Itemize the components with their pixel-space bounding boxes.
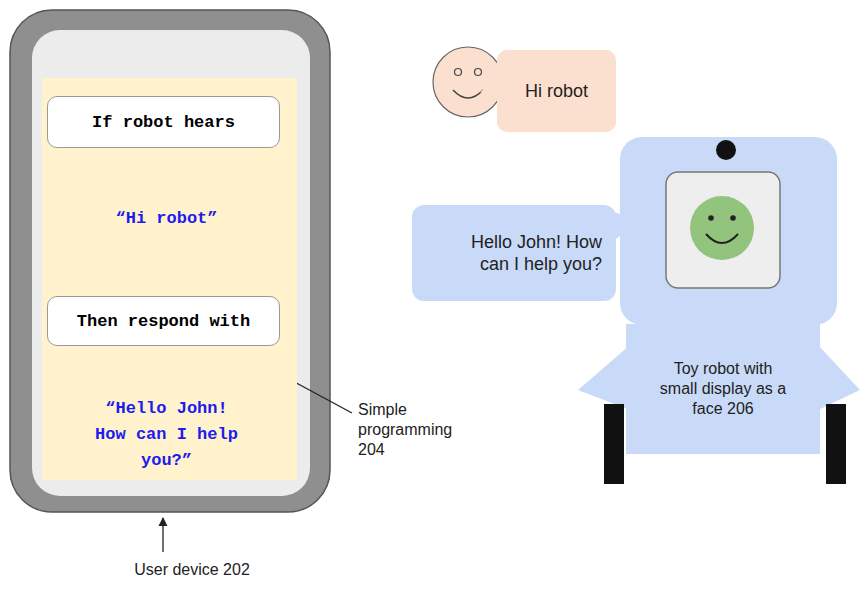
node-text: Then respond with [77, 312, 250, 331]
program-block: Then respond with [47, 296, 280, 346]
node-text: Toy robot with small display as a face 2… [657, 359, 789, 419]
leader-arrow [162, 518, 163, 552]
eye [730, 215, 736, 221]
eye [708, 215, 714, 221]
eye [455, 69, 462, 76]
node-text: Hi robot [525, 81, 588, 102]
program-panel: “Hi robot” “Hello John! How can I help yo… [42, 78, 297, 480]
robot-arm [818, 345, 860, 410]
speech-bubble: Hello John! How can I help you? [412, 205, 616, 301]
node-text: “Hi robot” [42, 206, 291, 232]
node-text: Hello John! How can I help you? [452, 231, 602, 275]
smile [706, 234, 738, 243]
robot-wheel [826, 404, 846, 484]
phone-housing [10, 10, 330, 512]
node-text: If robot hears [92, 113, 235, 132]
person-face [433, 47, 503, 117]
callout-label: Simple programming 204 [358, 400, 458, 460]
robot-head [620, 137, 837, 325]
display-face [690, 196, 754, 260]
robot-display [666, 172, 780, 288]
robot-body: Toy robot with small display as a face 2… [626, 324, 820, 454]
phone-screen [32, 30, 310, 496]
speech-bubble: Hi robot [497, 50, 616, 132]
robot-wheel [604, 404, 624, 484]
smile [453, 90, 483, 98]
robot-arm [578, 345, 630, 410]
eye [475, 69, 482, 76]
node-text: “Hello John! How can I help you?” [89, 396, 244, 474]
callout-label: User device 202 [112, 560, 272, 580]
program-block: If robot hears [47, 96, 280, 148]
robot-camera [716, 140, 736, 160]
